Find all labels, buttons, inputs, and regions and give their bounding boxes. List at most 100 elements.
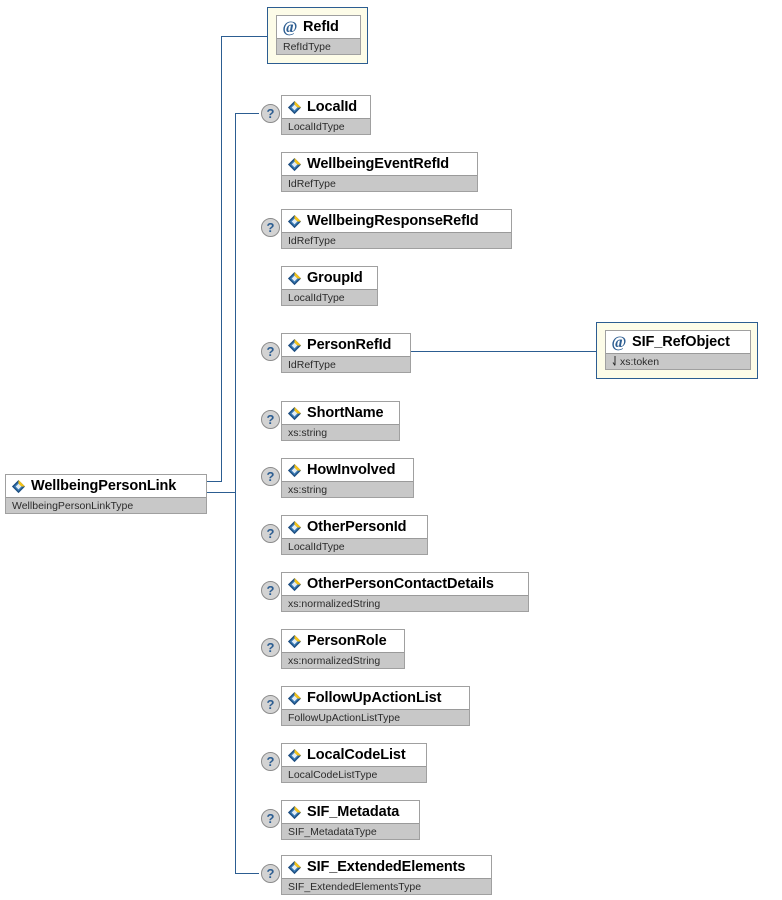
node-type: SIF_MetadataType — [282, 823, 419, 839]
node-type: SIF_ExtendedElementsType — [282, 878, 491, 894]
connector-attribute-vertical — [221, 36, 222, 482]
node-label: WellbeingPersonLink — [31, 478, 177, 495]
node-sifextendedelements[interactable]: SIF_ExtendedElements SIF_ExtendedElement… — [281, 855, 492, 895]
node-localid[interactable]: LocalId LocalIdType — [281, 95, 371, 135]
optional-marker-localcodelist: ? — [261, 752, 280, 771]
node-title: PersonRefId — [282, 334, 410, 356]
node-type: xs:string — [282, 481, 413, 497]
node-title: PersonRole — [282, 630, 404, 652]
node-type: FollowUpActionListType — [282, 709, 469, 725]
node-shortname[interactable]: ShortName xs:string — [281, 401, 400, 441]
node-title: SIF_ExtendedElements — [282, 856, 491, 878]
node-label: RefId — [303, 19, 339, 36]
node-title: GroupId — [282, 267, 377, 289]
node-label: SIF_ExtendedElements — [307, 859, 466, 876]
node-otherpersonid[interactable]: OtherPersonId LocalIdType — [281, 515, 428, 555]
node-followupactionlist[interactable]: FollowUpActionList FollowUpActionListTyp… — [281, 686, 470, 726]
element-icon — [287, 338, 302, 353]
optional-marker-followupactionlist: ? — [261, 695, 280, 714]
element-icon — [287, 748, 302, 763]
node-howinvolved[interactable]: HowInvolved xs:string — [281, 458, 414, 498]
node-title: @ RefId — [277, 16, 360, 38]
element-icon — [287, 406, 302, 421]
node-label: LocalCodeList — [307, 747, 406, 764]
node-title: ShortName — [282, 402, 399, 424]
node-type: IdRefType — [282, 232, 511, 248]
node-refid[interactable]: @ RefId RefIdType — [276, 15, 361, 55]
connector-element-top-stub — [235, 113, 259, 114]
attribute-icon: @ — [611, 333, 627, 351]
node-sifrefobject[interactable]: @ SIF_RefObject xs:token — [605, 330, 751, 370]
node-type: xs:token — [606, 353, 750, 369]
node-type: xs:string — [282, 424, 399, 440]
node-sifmetadata[interactable]: SIF_Metadata SIF_MetadataType — [281, 800, 420, 840]
connector-root-to-element-branch — [207, 492, 236, 493]
node-label: GroupId — [307, 270, 363, 287]
node-type: IdRefType — [282, 175, 477, 191]
node-wellbeingpersonlink[interactable]: WellbeingPersonLink WellbeingPersonLinkT… — [5, 474, 207, 514]
element-icon — [287, 214, 302, 229]
element-icon — [287, 157, 302, 172]
node-type-text: xs:token — [620, 355, 660, 368]
optional-marker-personrefid: ? — [261, 342, 280, 361]
optional-marker-shortname: ? — [261, 410, 280, 429]
node-label: ShortName — [307, 405, 384, 422]
node-type: LocalIdType — [282, 289, 377, 305]
optional-marker-otherpersonid: ? — [261, 524, 280, 543]
attribute-frame-refid: @ RefId RefIdType — [267, 7, 368, 64]
node-type: xs:normalizedString — [282, 595, 528, 611]
connector-root-to-attribute-branch — [207, 481, 222, 482]
node-title: @ SIF_RefObject — [606, 331, 750, 353]
node-label: FollowUpActionList — [307, 690, 442, 707]
node-title: WellbeingResponseRefId — [282, 210, 511, 232]
node-type: LocalIdType — [282, 118, 370, 134]
node-otherpersoncontactdetails[interactable]: OtherPersonContactDetails xs:normalizedS… — [281, 572, 529, 612]
node-title: LocalCodeList — [282, 744, 426, 766]
node-groupid[interactable]: GroupId LocalIdType — [281, 266, 378, 306]
connector-attribute-to-refid — [221, 36, 267, 37]
node-wellbeingeventrefid[interactable]: WellbeingEventRefId IdRefType — [281, 152, 478, 192]
node-label: OtherPersonId — [307, 519, 407, 536]
node-label: HowInvolved — [307, 462, 396, 479]
node-type: WellbeingPersonLinkType — [6, 497, 206, 513]
node-title: OtherPersonId — [282, 516, 427, 538]
optional-marker-localid: ? — [261, 104, 280, 123]
node-label: SIF_RefObject — [632, 334, 730, 351]
optional-marker-wellbeingresponserefid: ? — [261, 218, 280, 237]
optional-marker-howinvolved: ? — [261, 467, 280, 486]
node-type: RefIdType — [277, 38, 360, 54]
optional-marker-sifmetadata: ? — [261, 809, 280, 828]
node-title: FollowUpActionList — [282, 687, 469, 709]
element-icon — [287, 860, 302, 875]
optional-marker-otherpersoncontactdetails: ? — [261, 581, 280, 600]
node-title: WellbeingPersonLink — [6, 475, 206, 497]
node-personrefid[interactable]: PersonRefId IdRefType — [281, 333, 411, 373]
element-icon — [287, 805, 302, 820]
node-type: xs:normalizedString — [282, 652, 404, 668]
element-icon — [287, 271, 302, 286]
element-icon — [287, 634, 302, 649]
down-arrow-icon — [612, 356, 619, 367]
node-label: OtherPersonContactDetails — [307, 576, 494, 593]
connector-personrefid-to-sifrefobject — [411, 351, 596, 352]
element-icon — [287, 463, 302, 478]
node-title: SIF_Metadata — [282, 801, 419, 823]
node-title: WellbeingEventRefId — [282, 153, 477, 175]
node-type: LocalCodeListType — [282, 766, 426, 782]
element-icon — [287, 100, 302, 115]
node-localcodelist[interactable]: LocalCodeList LocalCodeListType — [281, 743, 427, 783]
node-title: LocalId — [282, 96, 370, 118]
connector-element-bottom-stub — [235, 873, 259, 874]
attribute-icon: @ — [282, 18, 298, 36]
node-label: SIF_Metadata — [307, 804, 400, 821]
connector-element-vertical — [235, 113, 236, 873]
node-personrole[interactable]: PersonRole xs:normalizedString — [281, 629, 405, 669]
node-label: PersonRefId — [307, 337, 392, 354]
element-icon — [287, 520, 302, 535]
element-icon — [287, 691, 302, 706]
element-icon — [287, 577, 302, 592]
optional-marker-personrole: ? — [261, 638, 280, 657]
node-type: LocalIdType — [282, 538, 427, 554]
node-wellbeingresponserefid[interactable]: WellbeingResponseRefId IdRefType — [281, 209, 512, 249]
